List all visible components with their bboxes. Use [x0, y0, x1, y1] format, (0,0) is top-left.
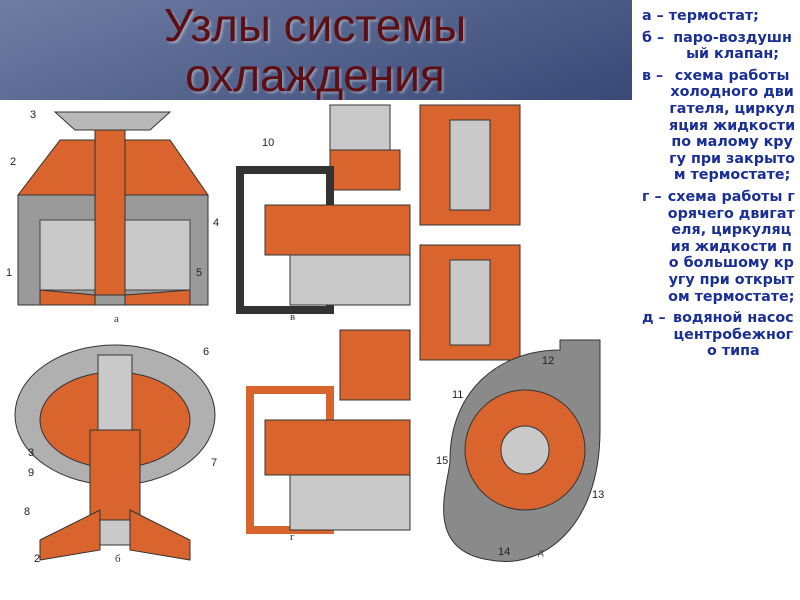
caption-key: д – [642, 310, 666, 327]
thermostat-outlet-v [329, 149, 401, 191]
engine-block-v [289, 254, 411, 306]
thermostat-detail-drawings [419, 104, 521, 361]
callout-b-6: 6 [203, 346, 209, 358]
callout-a-4: 4 [213, 217, 219, 229]
caption-key: а – [642, 8, 664, 24]
caption-key: в – [642, 67, 664, 84]
caption-d: д – водяной насос центробежного типа [642, 310, 796, 360]
callout-a-3: 3 [30, 109, 36, 121]
callout-b-8: 8 [24, 506, 30, 518]
caption-text: схема работы горячего двигателя, циркуля… [667, 188, 795, 305]
engine-jacket-g [264, 419, 411, 476]
callout-b-9: 9 [28, 467, 34, 479]
thermostat-open-core [449, 259, 491, 346]
callout-d-12: 12 [542, 355, 554, 367]
caption-text: паро-воздушный клапан; [673, 29, 792, 63]
callout-v-10: 10 [262, 137, 274, 149]
slide-title-line-1: Узлы системы [163, 0, 467, 51]
callout-a-5: 5 [196, 267, 202, 279]
sub-letter-v: в [290, 311, 295, 323]
caption-a: а – термостат; [642, 8, 796, 25]
thermostat-housing-g [339, 329, 411, 401]
callout-b-2: 2 [34, 553, 40, 565]
hot-engine-scheme [246, 329, 411, 534]
valve-seat-left [39, 509, 101, 561]
thermostat-stem [94, 129, 126, 296]
sub-letter-b: б [115, 553, 121, 565]
caption-g: г – схема работы горячего двигателя, цир… [642, 189, 796, 305]
sub-letter-d: д [538, 546, 544, 558]
caption-text: термостат; [668, 8, 759, 24]
caption-b: б – паро-воздушный клапан; [642, 30, 796, 63]
caption-key: г – [642, 188, 662, 205]
callout-b-7: 7 [211, 457, 217, 469]
sub-letter-g: г [290, 531, 295, 543]
steam-air-valve-drawing [14, 344, 216, 561]
slide-title: Узлы системы охлаждения [10, 0, 620, 100]
caption-text: водяной насос центробежного типа [673, 310, 794, 360]
water-pump-drawing [443, 339, 601, 562]
caption-v: в – схема работы холодного двигателя, ци… [642, 68, 796, 184]
caption-text: схема работы холодного двигателя, циркул… [669, 67, 796, 184]
thermostat-base-left [39, 289, 96, 306]
thermostat-housing-v [329, 104, 391, 151]
thermostat-valve-plate [53, 111, 172, 131]
caption-list: а – термостат; б – паро-воздушный клапан… [642, 8, 796, 365]
engine-jacket-v [264, 204, 411, 256]
callout-a-2: 2 [10, 156, 16, 168]
pump-impeller-hub [500, 425, 550, 475]
callout-a-1: 1 [6, 267, 12, 279]
thermostat-drawing [16, 111, 209, 306]
callout-d-13: 13 [592, 489, 604, 501]
callout-d-15: 15 [436, 455, 448, 467]
valve-spring [89, 429, 141, 521]
thermostat-closed-core [449, 119, 491, 211]
cooling-system-figure: 3 2 4 1 5 а 6 3 9 7 8 2 б 10 в [0, 100, 632, 600]
thermostat-base-right [124, 289, 191, 306]
caption-panel: а – термостат; б – паро-воздушный клапан… [632, 0, 800, 600]
cold-engine-scheme [236, 104, 411, 314]
slide-title-line-2: охлаждения [185, 49, 445, 101]
callout-b-3: 3 [28, 447, 34, 459]
valve-seat-right [129, 509, 191, 561]
callout-d-14: 14 [498, 546, 510, 558]
figure-drawing: 3 2 4 1 5 а 6 3 9 7 8 2 б 10 в [6, 104, 604, 565]
caption-key: б – [642, 29, 665, 46]
sub-letter-a: а [114, 313, 119, 325]
callout-d-11: 11 [452, 389, 463, 401]
engine-block-g [289, 474, 411, 531]
